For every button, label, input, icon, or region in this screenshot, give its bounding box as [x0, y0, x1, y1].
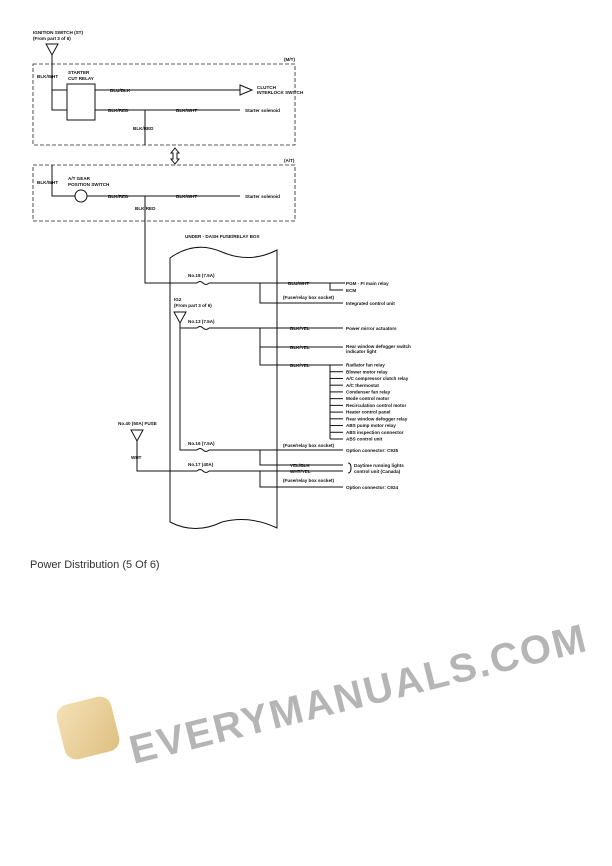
gear-position-switch	[74, 189, 88, 203]
switch-label: POSITION SWITCH	[68, 182, 110, 187]
wire-label: BLK/RED	[135, 206, 156, 211]
ignition-source: (From part 3 of 6)	[33, 36, 71, 41]
component-label: Option connector: C924	[346, 485, 399, 490]
load-label: Heater control panel	[346, 410, 390, 415]
component-label: Daytime running lights	[354, 463, 404, 468]
double-arrow-icon	[169, 147, 181, 165]
component-label: Rear window defogger switch	[346, 344, 411, 349]
wire-label: BLU/WHT	[288, 281, 309, 286]
ignition-wire	[45, 43, 67, 111]
fuse-label: No.17 (40A)	[188, 462, 214, 467]
fusebox-outline	[169, 246, 278, 529]
fuse-icons	[196, 281, 210, 473]
wire-label: BLK/YEL	[290, 363, 310, 368]
load-label: Radiator fan relay	[346, 363, 385, 368]
component-label: ECM	[346, 288, 356, 293]
socket-label: (Fuse/relay box socket)	[283, 443, 335, 448]
wire-label: BLK/RED	[108, 194, 129, 199]
load-label: Blower motor relay	[346, 369, 388, 374]
mt-wires	[95, 84, 254, 145]
wire-label: WHT/YEL	[290, 469, 311, 474]
component-label: indicator light	[346, 349, 377, 354]
wire-label: BLK/WHT	[176, 194, 197, 199]
wire-label: BLK/WHT	[37, 180, 58, 185]
load-label: Condenser fan relay	[346, 390, 391, 395]
mt-tag: (M/T)	[284, 57, 295, 62]
wire-label: BLU/BLK	[110, 88, 131, 93]
fuse-label: No.40 (50A) FUSE	[118, 421, 157, 426]
wire-label: BLK/YEL	[290, 326, 310, 331]
fusebox-title: UNDER - DASH FUSE/RELAY BOX	[185, 234, 260, 239]
ig2-wires	[173, 311, 343, 451]
component-label: PGM - FI main relay	[346, 281, 389, 286]
component-label: Starter solenoid	[245, 194, 280, 199]
load-label: Mode control motor	[346, 396, 389, 401]
at-wires	[51, 165, 275, 284]
wire-label: BLK/WHT	[37, 74, 58, 79]
switch-label: A/T GEAR	[68, 176, 91, 181]
fuse18-wires	[259, 282, 345, 304]
mt-box	[32, 63, 296, 146]
load-label: ABS control unit	[346, 437, 383, 442]
component-label: Option connector: C925	[346, 448, 399, 453]
relay-label: STARTER	[68, 70, 90, 75]
fuse-label: No.13 (7.5A)	[188, 319, 215, 324]
component-label: Starter solenoid	[245, 108, 280, 113]
socket-label: (Fuse/relay box socket)	[283, 295, 335, 300]
at-box	[32, 164, 296, 222]
load-label: A/C compressor clutch relay	[346, 376, 409, 381]
load-label: A/C thermostat	[346, 383, 379, 388]
load-label: Recirculation control motor	[346, 403, 406, 408]
load-label: ABS inspection connector	[346, 430, 404, 435]
at-tag: (A/T)	[284, 158, 295, 163]
component-label: INTERLOCK SWITCH	[257, 90, 304, 95]
fuse-label: No.16 (7.5A)	[188, 441, 215, 446]
wire-label: BLK/RED	[133, 126, 154, 131]
ig2-source: (From part 3 of 6)	[174, 303, 212, 308]
wire-label: BLK/RED	[108, 108, 129, 113]
component-label: control unit (Canada)	[354, 469, 401, 474]
component-label: Power mirror actuators	[346, 326, 397, 331]
fuse40-wires	[130, 429, 343, 488]
relay-label: CUT RELAY	[68, 76, 94, 81]
fuse-label: No.18 (7.5A)	[188, 273, 215, 278]
component-label: CLUTCH	[257, 85, 277, 90]
wire-label: BLK/WHT	[176, 108, 197, 113]
wire-label: BLK/YEL	[290, 345, 310, 350]
load-label: ABS pump motor relay	[346, 423, 396, 428]
load-label: Rear window defogger relay	[346, 416, 408, 421]
ig2-label: IG2	[174, 297, 182, 302]
starter-cut-relay	[66, 83, 96, 121]
wire-label: YEL/BLK	[290, 463, 310, 468]
wire-label: WHT	[131, 455, 142, 460]
component-label: Integrated control unit	[346, 301, 395, 306]
socket-label: (Fuse/relay box socket)	[283, 478, 335, 483]
figure-caption: Power Distribution (5 Of 6)	[30, 559, 160, 571]
brace	[347, 462, 352, 474]
ignition-label: IGNITION SWITCH (ST)	[33, 30, 83, 35]
